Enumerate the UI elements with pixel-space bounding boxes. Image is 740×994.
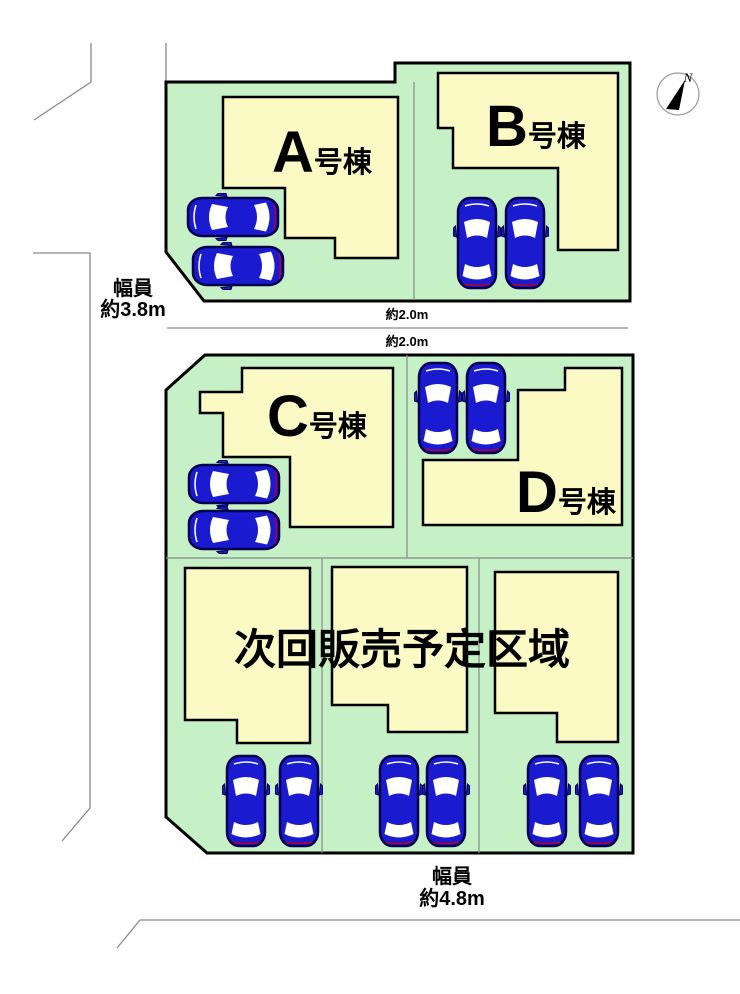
building-b-label: B号棟 (486, 94, 587, 159)
north-arrow-icon (666, 80, 685, 110)
car-lot-b-1 (452, 196, 502, 290)
building-c (198, 366, 395, 529)
car-lot-a-1 (186, 192, 280, 242)
building-b (436, 71, 620, 252)
road-boundary-lines (33, 43, 740, 949)
future-building-3 (493, 570, 620, 744)
road-line-bottom (116, 919, 740, 949)
road-width-left-line2: 約3.8m (100, 297, 166, 321)
future-area-label: 次回販売予定区域 (234, 626, 570, 673)
car-future-2a (374, 754, 424, 848)
car-future-1a (221, 754, 271, 848)
road-width-bottom-line2: 約4.8m (419, 886, 485, 910)
car-lot-b-2 (500, 196, 550, 290)
car-future-1b (274, 754, 324, 848)
gap-width-top: 約2.0m (386, 307, 429, 322)
compass-north-label: N (683, 70, 694, 85)
car-lot-d-2 (461, 361, 511, 455)
road-width-bottom-line1: 幅員 (432, 865, 472, 888)
compass: N (656, 70, 700, 116)
lower-block-dividers (166, 355, 633, 853)
future-building-2 (330, 565, 469, 734)
car-future-2b (421, 754, 471, 848)
building-c-label: C号棟 (267, 384, 368, 449)
car-lot-c-2 (187, 505, 281, 555)
road-line-top-left (33, 43, 92, 121)
building-a-label: A号棟 (272, 120, 373, 185)
car-future-3b (574, 754, 624, 848)
future-building-1 (183, 566, 312, 745)
car-lot-c-1 (187, 459, 281, 509)
car-future-3a (522, 754, 572, 848)
building-a (221, 95, 400, 260)
car-lot-d-1 (413, 361, 463, 455)
road-line-left (33, 252, 91, 842)
building-d-label: D号棟 (516, 460, 617, 525)
road-width-left-line1: 幅員 (113, 277, 153, 300)
building-d (421, 366, 624, 527)
gap-width-bottom: 約2.0m (386, 334, 429, 349)
car-lot-a-2 (191, 241, 285, 291)
